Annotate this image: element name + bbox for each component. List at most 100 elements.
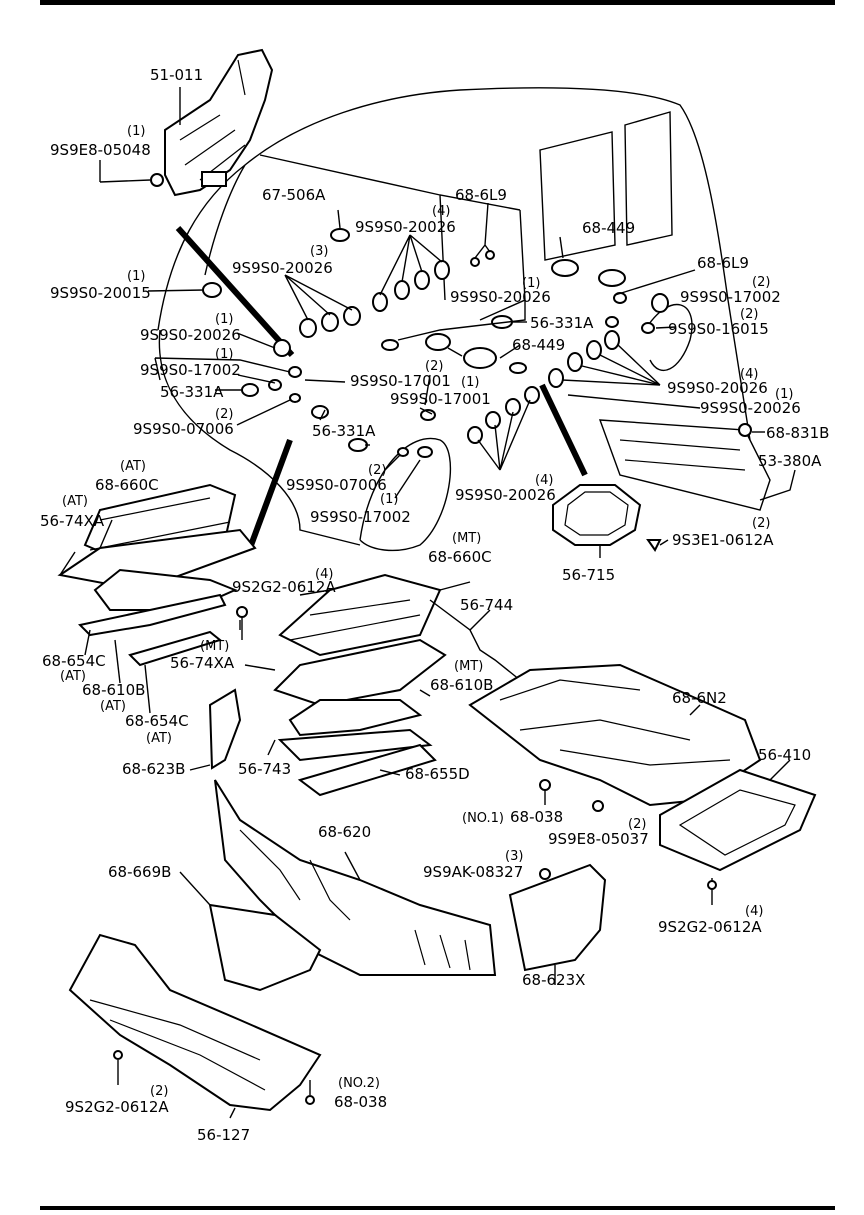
label-68-660c: 68-660C bbox=[428, 548, 492, 566]
label-68-669b: 68-669B bbox=[108, 863, 171, 881]
label-qty: (4) bbox=[315, 567, 333, 582]
label-qty: (1) bbox=[461, 375, 479, 390]
label-mt: (MT) bbox=[454, 659, 483, 674]
label-at: (AT) bbox=[146, 731, 172, 746]
label-qty: (1) bbox=[380, 492, 398, 507]
label-9s9s0-20026: 9S9S0-20026 bbox=[455, 486, 556, 504]
label-9s9s0-16015: 9S9S0-16015 bbox=[668, 320, 769, 338]
label-9s9s0-07006: 9S9S0-07006 bbox=[286, 476, 387, 494]
label-qty: (1) bbox=[127, 124, 145, 139]
label-qty: (4) bbox=[535, 473, 553, 488]
label-9s9s0-20015: 9S9S0-20015 bbox=[50, 284, 151, 302]
label-9s9e8-05037: 9S9E8-05037 bbox=[548, 830, 649, 848]
label-qty: (1) bbox=[775, 387, 793, 402]
label-53-380a: 53-380A bbox=[758, 452, 822, 470]
dash-panel-68-620 bbox=[189, 688, 607, 985]
label-qty: (2) bbox=[215, 407, 233, 422]
label-56-127: 56-127 bbox=[197, 1126, 250, 1144]
label-56-74xa: 56-74XA bbox=[40, 512, 105, 530]
label-at: (AT) bbox=[62, 494, 88, 509]
label-9s2g2-0612a: 9S2G2-0612A bbox=[658, 918, 762, 936]
label-qty: (2) bbox=[752, 516, 770, 531]
label-qty: (2) bbox=[740, 307, 758, 322]
label-at: (AT) bbox=[100, 699, 126, 714]
label-56-331a: 56-331A bbox=[530, 314, 594, 332]
label-68-623x: 68-623X bbox=[522, 971, 585, 989]
label-9s9s0-17002: 9S9S0-17002 bbox=[680, 288, 781, 306]
label-qty: (4) bbox=[432, 204, 450, 219]
label-qty: (1) bbox=[127, 269, 145, 284]
label-68-038: 68-038 bbox=[334, 1093, 387, 1111]
label-qty: (2) bbox=[628, 817, 646, 832]
label-9s9s0-07006: 9S9S0-07006 bbox=[133, 420, 234, 438]
label-9s2g2-0612a: 9S2G2-0612A bbox=[65, 1098, 169, 1116]
insulator-at bbox=[57, 483, 257, 714]
label-9s9s0-17002: 9S9S0-17002 bbox=[140, 361, 241, 379]
label-56-331a: 56-331A bbox=[160, 383, 224, 401]
label-9s9s0-17001: 9S9S0-17001 bbox=[390, 390, 491, 408]
label-mt: (MT) bbox=[200, 639, 229, 654]
bottom-rule bbox=[40, 1206, 835, 1210]
label-68-449: 68-449 bbox=[512, 336, 565, 354]
label-qty: (2) bbox=[752, 275, 770, 290]
label-56-74xa: 56-74XA bbox=[170, 654, 235, 672]
label-at: (AT) bbox=[60, 669, 86, 684]
label-68-6n2: 68-6N2 bbox=[672, 689, 727, 707]
label-68-6l9: 68-6L9 bbox=[455, 186, 507, 204]
label-qty: (3) bbox=[310, 244, 328, 259]
label-68-654c: 68-654C bbox=[125, 712, 189, 730]
label-qty: (2) bbox=[425, 359, 443, 374]
callout-labels: 51-011 (1) 9S9E8-05048 67-506A (4) 9S9S0… bbox=[40, 66, 829, 1144]
label-9s9s0-20026: 9S9S0-20026 bbox=[450, 288, 551, 306]
label-qty: (1) bbox=[215, 347, 233, 362]
label-68-623b: 68-623B bbox=[122, 760, 185, 778]
label-qty: (2) bbox=[150, 1084, 168, 1099]
label-68-654c: 68-654C bbox=[42, 652, 106, 670]
label-9s9s0-17001: 9S9S0-17001 bbox=[350, 372, 451, 390]
insulator-mt bbox=[236, 573, 521, 797]
label-68-655d: 68-655D bbox=[405, 765, 470, 783]
label-9s9s0-20026: 9S9S0-20026 bbox=[232, 259, 333, 277]
label-56-743: 56-743 bbox=[238, 760, 291, 778]
label-at: (AT) bbox=[120, 459, 146, 474]
label-68-610b: 68-610B bbox=[430, 676, 493, 694]
label-9s9s0-20026: 9S9S0-20026 bbox=[355, 218, 456, 236]
label-9s9e8-05048: 9S9E8-05048 bbox=[50, 141, 151, 159]
label-qty: (4) bbox=[745, 904, 763, 919]
label-56-410: 56-410 bbox=[758, 746, 811, 764]
label-68-038: 68-038 bbox=[510, 808, 563, 826]
label-qty: (3) bbox=[505, 849, 523, 864]
pointer-bar-1 bbox=[175, 225, 295, 358]
label-no1: (NO.1) bbox=[462, 811, 504, 826]
label-qty: (4) bbox=[740, 367, 758, 382]
label-56-331a: 56-331A bbox=[312, 422, 376, 440]
bracket-68-669b bbox=[179, 871, 322, 992]
label-qty: (1) bbox=[215, 312, 233, 327]
label-68-831b: 68-831B bbox=[766, 424, 829, 442]
label-68-620: 68-620 bbox=[318, 823, 371, 841]
label-9s9s0-20026: 9S9S0-20026 bbox=[667, 379, 768, 397]
label-no2: (NO.2) bbox=[338, 1076, 380, 1091]
label-68-610b: 68-610B bbox=[82, 681, 145, 699]
label-9s3e1-0612a: 9S3E1-0612A bbox=[672, 531, 774, 549]
label-68-660c: 68-660C bbox=[95, 476, 159, 494]
label-9s9s0-17002: 9S9S0-17002 bbox=[310, 508, 411, 526]
top-rule bbox=[40, 0, 835, 5]
label-qty: (1) bbox=[522, 276, 540, 291]
label-51-011: 51-011 bbox=[150, 66, 203, 84]
pointer-bar-3 bbox=[539, 383, 588, 477]
label-68-6l9: 68-6L9 bbox=[697, 254, 749, 272]
skid-plate-56-127 bbox=[68, 933, 322, 1119]
label-56-744: 56-744 bbox=[460, 596, 513, 614]
label-67-506a: 67-506A bbox=[262, 186, 326, 204]
label-56-715: 56-715 bbox=[562, 566, 615, 584]
label-mt: (MT) bbox=[452, 531, 481, 546]
label-68-449: 68-449 bbox=[582, 219, 635, 237]
label-9s9s0-20026: 9S9S0-20026 bbox=[140, 326, 241, 344]
leader-lines bbox=[147, 202, 796, 558]
plugs-group bbox=[202, 228, 752, 458]
bracket-51-011 bbox=[99, 48, 274, 197]
cover-56-715 bbox=[552, 484, 662, 552]
label-qty: (2) bbox=[368, 463, 386, 478]
pointer-bar-2 bbox=[247, 438, 293, 550]
